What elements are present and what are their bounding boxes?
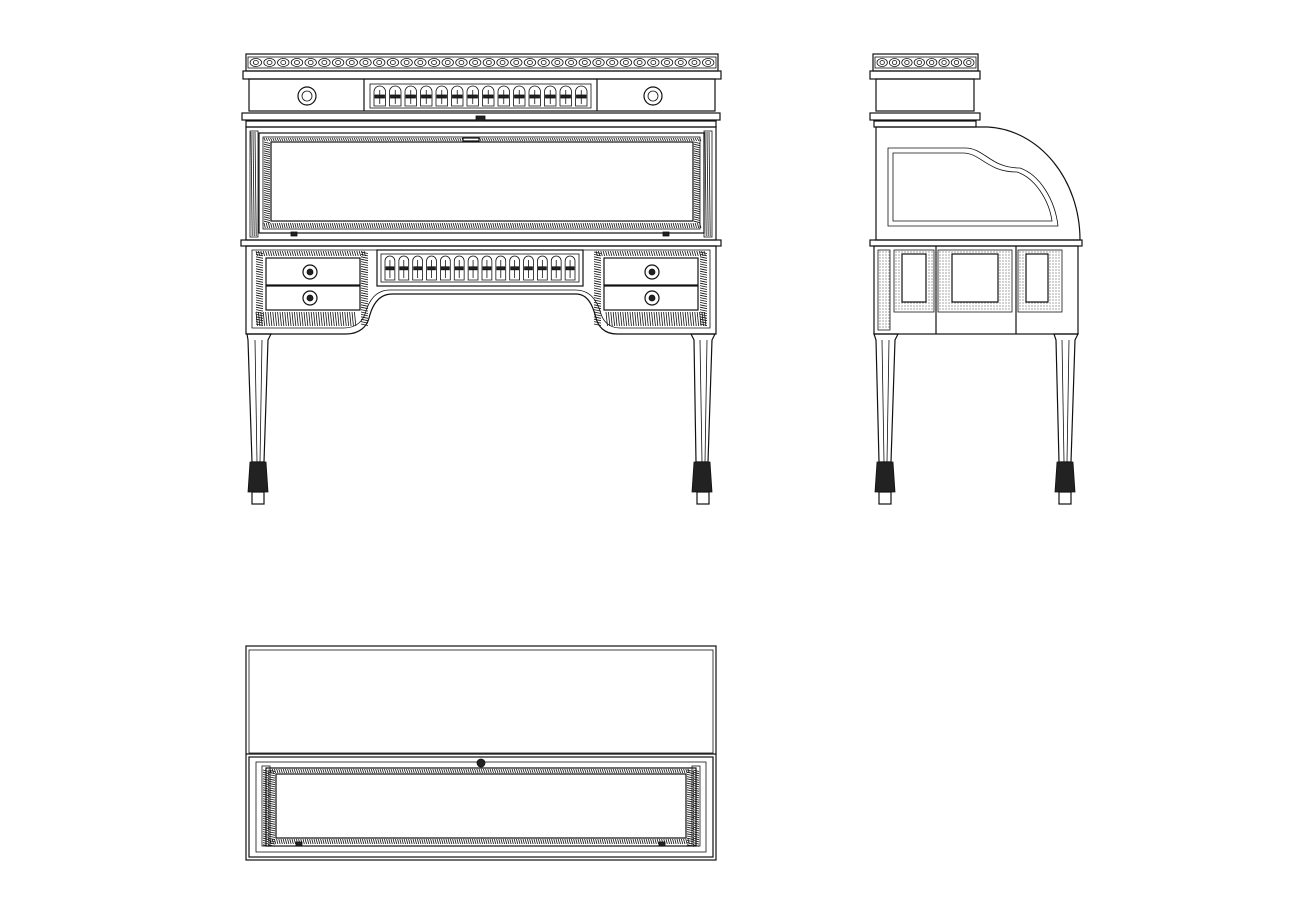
front-leg-left — [246, 333, 272, 505]
keyhole-icon — [475, 115, 486, 122]
front-roll-panel — [245, 126, 717, 241]
knob-icon — [644, 264, 660, 280]
knob-icon — [302, 264, 318, 280]
side-leg-left — [873, 333, 899, 505]
knob-icon — [297, 86, 317, 106]
front-apron — [245, 245, 717, 335]
top-plan — [245, 645, 717, 861]
keyhole-icon — [476, 758, 486, 768]
front-elevation — [240, 53, 722, 505]
front-upper-band — [242, 70, 722, 112]
side-apron — [873, 245, 1079, 335]
side-elevation — [869, 53, 1083, 505]
knob-icon — [302, 290, 318, 306]
side-gallery — [872, 53, 979, 72]
front-gallery — [245, 53, 719, 72]
knob-icon — [644, 290, 660, 306]
knob-icon — [643, 86, 663, 106]
side-roll-top — [875, 126, 1081, 241]
side-leg-right — [1053, 333, 1079, 505]
front-desk-top — [240, 239, 722, 247]
front-leg-right — [690, 333, 716, 505]
